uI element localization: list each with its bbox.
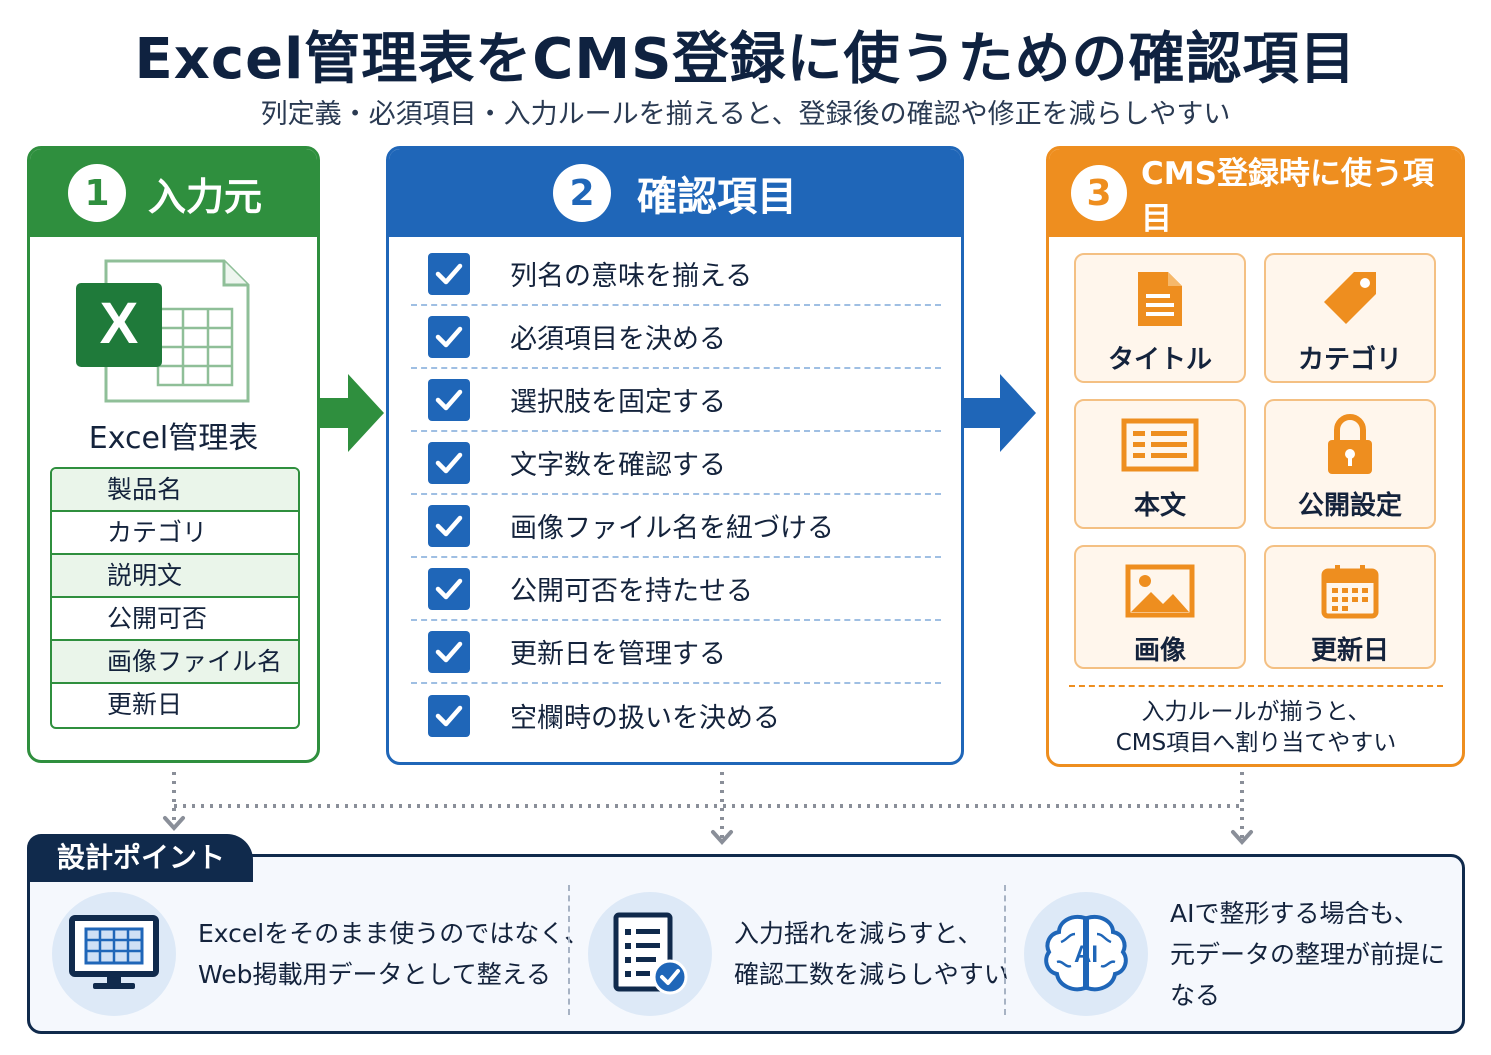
panel-check-items: 2 確認項目 列名の意味を揃える 必須項目を決める 選択肢を固定する 文字数を確…: [386, 146, 964, 765]
panel-check-items-title: 確認項目: [637, 174, 797, 220]
field-row: カテゴリ: [52, 512, 298, 555]
cms-card-label: カテゴリ: [1297, 345, 1402, 375]
design-point-line: AIで整形する場合も、: [1170, 898, 1419, 928]
checklist-item-label: 選択肢を固定する: [510, 387, 726, 418]
cms-card-label: 本文: [1133, 491, 1186, 521]
panel-cms-fields: 3 CMS登録時に使う項目 タイトル カテゴリ 本文 公開設定: [1046, 146, 1465, 767]
panel-cms-fields-header: 3 CMS登録時に使う項目: [1049, 149, 1462, 237]
checklist-item: 列名の意味を揃える: [411, 243, 941, 306]
cms-card-updated: 更新日: [1264, 545, 1436, 669]
checklist-item: 空欄時の扱いを決める: [411, 684, 941, 747]
excel-icon: X: [74, 257, 254, 407]
design-point-line: 元データの整理が前提になる: [1170, 939, 1446, 1010]
checkbox-checked-icon: [428, 567, 470, 610]
checklist-item: 文字数を確認する: [411, 432, 941, 495]
design-point-line: 入力揺れを減らすと、: [734, 919, 983, 948]
checklist-item: 必須項目を決める: [411, 306, 941, 369]
design-point-line: Excelをそのまま使うのではなく、: [198, 919, 590, 948]
step-number-1: 1: [68, 164, 126, 222]
checklist-item: 選択肢を固定する: [411, 369, 941, 432]
panel-cms-fields-title: CMS登録時に使う項目: [1141, 156, 1434, 237]
cms-note-line: CMS項目へ割り当てやすい: [1115, 730, 1397, 756]
checkbox-checked-icon: [428, 504, 470, 547]
field-table: 製品名 カテゴリ 説明文 公開可否 画像ファイル名 更新日: [50, 467, 300, 729]
panel-input-source-title: 入力元: [148, 174, 263, 219]
checklist-item-label: 列名の意味を揃える: [510, 261, 753, 292]
cms-card-title: タイトル: [1074, 253, 1246, 383]
design-point-line: Web掲載用データとして整える: [198, 960, 552, 989]
cms-card-image: 画像: [1074, 545, 1246, 669]
cms-card-label: タイトル: [1107, 345, 1212, 375]
tag-icon: [1320, 269, 1380, 329]
cms-card-label: 公開設定: [1297, 491, 1402, 521]
lock-icon: [1325, 414, 1375, 475]
checklist-icon: [588, 892, 712, 1016]
step-number-2: 2: [553, 164, 611, 222]
checklist: 列名の意味を揃える 必須項目を決める 選択肢を固定する 文字数を確認する 画像フ…: [411, 243, 941, 747]
field-row: 画像ファイル名: [52, 641, 298, 684]
text-lines-icon: [1121, 415, 1199, 475]
page-title: Excel管理表をCMS登録に使うための確認項目: [134, 27, 1357, 92]
field-row: 公開可否: [52, 598, 298, 641]
ai-brain-icon: AI: [1024, 892, 1148, 1016]
design-points-box: Excelをそのまま使うのではなく、 Web掲載用データとして整える 入力揺れを…: [27, 854, 1465, 1034]
excel-table-label: Excel管理表: [88, 421, 259, 456]
design-point: AI AIで整形する場合も、 元データの整理が前提になる: [1024, 889, 1462, 1019]
monitor-table-icon: [52, 892, 176, 1016]
checkbox-checked-icon: [428, 315, 470, 358]
field-row: 更新日: [107, 690, 183, 719]
panel-check-items-header: 2 確認項目: [389, 149, 961, 237]
svg-text:X: X: [100, 291, 139, 356]
divider: [568, 885, 570, 1015]
panel-input-source: 1 入力元 X Excel管理表 製品名 カテゴリ 説明文 公開可否 画像ファイ…: [27, 146, 320, 763]
cms-card-category: カテゴリ: [1264, 253, 1436, 383]
calendar-icon: [1321, 561, 1379, 620]
cms-card-label: 更新日: [1310, 636, 1389, 666]
design-point-line: 確認工数を減らしやすい: [734, 960, 1009, 989]
svg-text:AI: AI: [1074, 941, 1098, 968]
document-icon: [1136, 269, 1184, 329]
cms-card-label: 画像: [1133, 636, 1186, 666]
green-arrow-icon: [318, 374, 384, 452]
cms-card-body: 本文: [1074, 399, 1246, 529]
field-row: 説明文: [52, 555, 298, 598]
design-point: Excelをそのまま使うのではなく、 Web掲載用データとして整える: [52, 889, 589, 1019]
checklist-item: 更新日を管理する: [411, 621, 941, 684]
image-icon: [1125, 561, 1195, 620]
cms-card-publish: 公開設定: [1264, 399, 1436, 529]
checklist-item-label: 必須項目を決める: [510, 324, 726, 355]
checklist-item-label: 空欄時の扱いを決める: [510, 703, 780, 734]
checklist-item: 画像ファイル名を紐づける: [411, 495, 941, 558]
divider: [1004, 885, 1006, 1015]
cms-note-line: 入力ルールが揃うと、: [1141, 699, 1371, 725]
checklist-item-label: 文字数を確認する: [510, 450, 726, 481]
checkbox-checked-icon: [428, 252, 470, 295]
design-point: 入力揺れを減らすと、 確認工数を減らしやすい: [588, 889, 1009, 1019]
panel-input-source-header: 1 入力元: [30, 149, 317, 237]
checkbox-checked-icon: [428, 378, 470, 421]
step-number-3: 3: [1071, 165, 1127, 221]
blue-arrow-icon: [962, 374, 1036, 452]
design-points-tag: 設計ポイント: [27, 834, 253, 882]
checklist-item-label: 画像ファイル名を紐づける: [510, 513, 834, 544]
dotted-connector: [163, 772, 1253, 845]
checklist-item-label: 更新日を管理する: [510, 639, 726, 670]
checklist-item-label: 公開可否を持たせる: [510, 576, 753, 607]
checkbox-checked-icon: [428, 694, 470, 737]
checkbox-checked-icon: [428, 630, 470, 673]
checklist-item: 公開可否を持たせる: [411, 558, 941, 621]
cms-note: 入力ルールが揃うと、 CMS項目へ割り当てやすい: [1069, 685, 1443, 759]
field-row: 製品名: [52, 469, 298, 512]
page-subtitle: 列定義・必須項目・入力ルールを揃えると、登録後の確認や修正を減らしやすい: [260, 99, 1231, 130]
checkbox-checked-icon: [428, 441, 470, 484]
